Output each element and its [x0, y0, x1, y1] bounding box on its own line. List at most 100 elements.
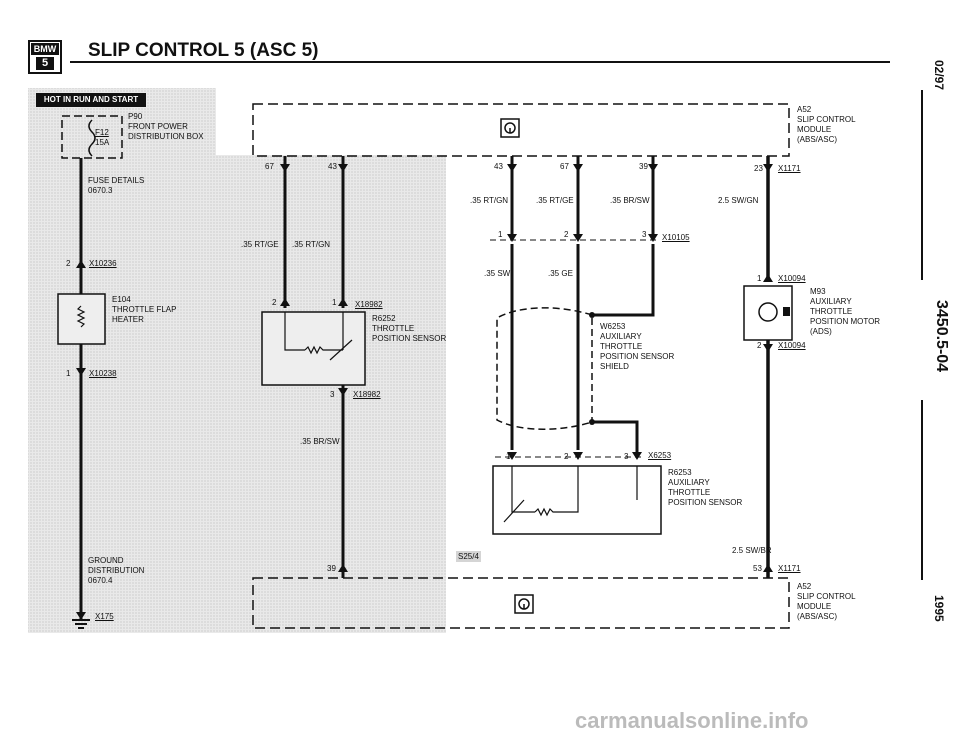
m93-line1: AUXILIARY: [810, 297, 852, 306]
bmw-logo: BMW 5: [28, 40, 62, 74]
pin-arrow-39-bottom: [338, 564, 348, 572]
x10105-pin2-arrow: [573, 234, 583, 242]
w6253-line1: AUXILIARY: [600, 332, 642, 341]
pin-arrow-23: [763, 164, 773, 172]
r6253-id: R6253: [668, 468, 692, 477]
pin-arrow-67-mid: [573, 164, 583, 172]
w6253-id: W6253: [600, 322, 626, 331]
ground-line2: DISTRIBUTION: [88, 566, 145, 575]
hot-in-run-banner: HOT IN RUN AND START: [36, 93, 146, 107]
a52-top-line2: MODULE: [797, 125, 832, 134]
e104-id: E104: [112, 295, 131, 304]
logo-text-series: 5: [36, 57, 54, 70]
m93-line2: THROTTLE: [810, 307, 853, 316]
pin-arrow-53: [763, 564, 773, 572]
a52-bottom-id: A52: [797, 582, 812, 591]
p90-line2: DISTRIBUTION BOX: [128, 132, 204, 141]
module-icon-bottom: [514, 594, 534, 614]
p90-line1: FRONT POWER: [128, 122, 188, 131]
e104-line2: HEATER: [112, 315, 144, 324]
x10238-label: X10238: [89, 369, 117, 378]
x18982-pin1-arrow: [338, 298, 348, 306]
x1171-bottom-label: X1171: [778, 564, 801, 573]
side-year: 1995: [932, 595, 946, 622]
pin-x10105-1: 1: [498, 230, 503, 239]
r6252-line1: THROTTLE: [372, 324, 415, 333]
x10238-connector-arrow: [76, 368, 86, 376]
a52-top-line1: SLIP CONTROL: [797, 115, 856, 124]
pin-39-bottom: 39: [327, 564, 336, 573]
x10105-pin1-arrow: [507, 234, 517, 242]
pin-arrow-67: [280, 164, 290, 172]
shield-junction-bottom: [589, 419, 595, 425]
pin-x10105-3: 3: [642, 230, 647, 239]
a52-top-id: A52: [797, 105, 812, 114]
pin-43-top: 43: [328, 162, 337, 171]
w6253-line3: POSITION SENSOR: [600, 352, 675, 361]
wire-label-brsw-mid: .35 BR/SW: [610, 196, 650, 205]
heater-element-symbol: [76, 305, 86, 328]
r6252-wiper-arrow: [329, 339, 353, 361]
pin-x6253-3: 3: [624, 452, 629, 461]
x1171-top-label: X1171: [778, 164, 801, 173]
r6253-resistor: [534, 466, 579, 517]
x6253-pin1-arrow: [507, 452, 517, 460]
page-title: SLIP CONTROL 5 (ASC 5): [88, 40, 319, 61]
x10236-label: X10236: [89, 259, 117, 268]
pin-67-mid: 67: [560, 162, 569, 171]
ground-line3: 0670.4: [88, 576, 113, 585]
fuse-symbol: [88, 119, 96, 157]
fuse-details-line2: 0670.3: [88, 186, 113, 195]
p90-id: P90: [128, 112, 143, 121]
x6253-label: X6253: [648, 451, 672, 460]
r6252-resistor: [304, 345, 343, 355]
pin-arrow-43: [338, 164, 348, 172]
m93-id: M93: [810, 287, 826, 296]
a52-top-box: [252, 103, 790, 157]
fuse-id: F12: [95, 128, 109, 137]
x18982-bottom-label: X18982: [353, 390, 381, 399]
pin-x10238: 1: [66, 369, 71, 378]
x10094-bottom-label: X10094: [778, 341, 806, 350]
wire-label-sw: .35 SW: [484, 269, 511, 278]
r6252-id: R6252: [372, 314, 396, 323]
pin-x10094-2: 2: [757, 341, 762, 350]
module-icon-top: [500, 118, 520, 138]
wire-label-ge: .35 GE: [548, 269, 573, 278]
pin-43-mid: 43: [494, 162, 503, 171]
m93-line3: POSITION MOTOR: [810, 317, 881, 326]
x6253-pin2-arrow: [573, 452, 583, 460]
pin-x10094-1: 1: [757, 274, 762, 283]
pin-x18982-3: 3: [330, 390, 335, 399]
motor-symbol: [758, 302, 778, 322]
x10094-pin1-arrow: [763, 274, 773, 282]
w6253-line2: THROTTLE: [600, 342, 643, 351]
w6253-shield-outline: [496, 307, 593, 430]
pin-x18982-1: 1: [332, 298, 337, 307]
pin-arrow-43-mid: [507, 164, 517, 172]
x18982-top-label: X18982: [355, 300, 383, 309]
x10094-top-label: X10094: [778, 274, 806, 283]
x10236-connector-arrow: [76, 260, 86, 268]
r6253-line2: THROTTLE: [668, 488, 711, 497]
x10105-label: X10105: [662, 233, 690, 242]
pin-x6253-2: 2: [564, 452, 569, 461]
r6253-line1: AUXILIARY: [668, 478, 710, 487]
pin-x10105-2: 2: [564, 230, 569, 239]
logo-text-bmw: BMW: [31, 43, 59, 55]
x18982-pin3-arrow: [338, 388, 348, 396]
pin-53: 53: [753, 564, 762, 573]
ground-line1: GROUND: [88, 556, 124, 565]
fuse-amp: 15A: [95, 138, 110, 147]
r6252-internal-wire: [284, 312, 305, 351]
fuse-details-line1: FUSE DETAILS: [88, 176, 145, 185]
m93-line4: (ADS): [810, 327, 832, 336]
a52-bottom-line3: (ABS/ASC): [797, 612, 838, 621]
a52-top-line3: (ABS/ASC): [797, 135, 838, 144]
wire-label-rtgn-mid: .35 RT/GN: [470, 196, 509, 205]
x18982-pin2-arrow: [280, 298, 290, 306]
x10094-pin2-arrow: [763, 344, 773, 352]
a52-bottom-box: [252, 577, 790, 629]
x10105-pin3-arrow: [648, 234, 658, 242]
